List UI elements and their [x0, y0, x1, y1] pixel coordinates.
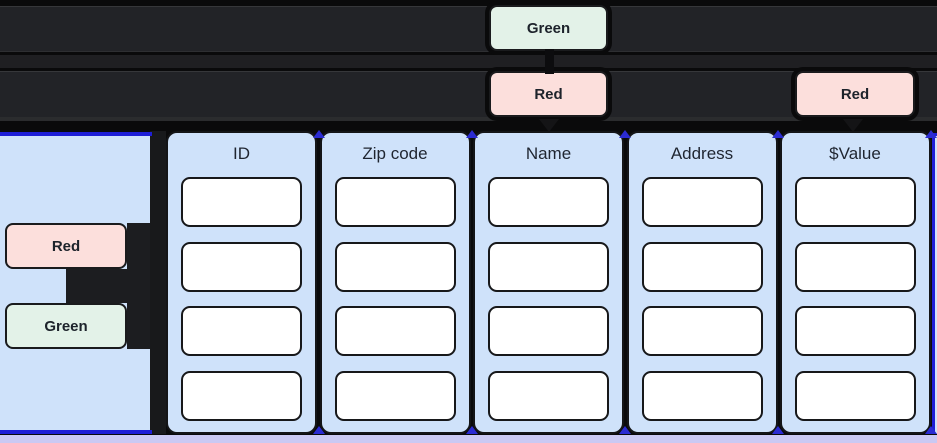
column-value[interactable]: $Value [779, 131, 931, 434]
field-cell[interactable] [794, 306, 916, 356]
lane-row-2 [0, 55, 937, 68]
endpoint-triangle-icon [619, 130, 631, 138]
connector-vertical-strip [150, 131, 166, 434]
column-zip-code[interactable]: Zip code [319, 131, 471, 434]
clipped-bottom-node [0, 435, 937, 443]
endpoint-triangle-icon [466, 130, 478, 138]
lane-row-4 [0, 117, 937, 121]
chip-label: Red [840, 85, 870, 103]
field-cell[interactable] [181, 371, 302, 421]
field-cell[interactable] [488, 371, 609, 421]
field-cell[interactable] [641, 242, 763, 292]
chip-red-left[interactable]: Red [5, 223, 127, 269]
left-panel-top-border [0, 132, 152, 136]
connector-elbow [66, 269, 150, 303]
endpoint-triangle-icon [466, 426, 478, 434]
connector-green-to-red [545, 49, 554, 74]
field-cell[interactable] [488, 242, 609, 292]
field-cell[interactable] [641, 371, 763, 421]
chip-label: Red [51, 237, 81, 255]
field-cell[interactable] [334, 177, 456, 227]
arrow-down-icon [539, 119, 559, 132]
field-cell[interactable] [794, 371, 916, 421]
column-header: Name [525, 144, 572, 163]
field-cell[interactable] [641, 306, 763, 356]
field-cell[interactable] [181, 306, 302, 356]
endpoint-triangle-icon [925, 426, 937, 434]
field-cell[interactable] [641, 177, 763, 227]
field-cell[interactable] [794, 242, 916, 292]
chip-green-left[interactable]: Green [5, 303, 127, 349]
field-cell[interactable] [334, 371, 456, 421]
column-address[interactable]: Address [626, 131, 778, 434]
endpoint-triangle-icon [313, 426, 325, 434]
column-header: Zip code [362, 144, 428, 163]
connector-left-green [127, 303, 150, 349]
field-cell[interactable] [488, 177, 609, 227]
endpoint-triangle-icon [772, 426, 784, 434]
connector-left-red [127, 223, 150, 269]
chip-label: Red [534, 85, 563, 103]
chip-green-top[interactable]: Green [489, 5, 608, 51]
column-header: $Value [829, 144, 881, 163]
field-cell[interactable] [334, 306, 456, 356]
endpoint-triangle-icon [772, 130, 784, 138]
left-panel-bottom-border [0, 430, 152, 434]
column-name[interactable]: Name [473, 131, 624, 434]
column-header: Address [670, 144, 734, 163]
field-cell[interactable] [794, 177, 916, 227]
endpoint-triangle-icon [925, 130, 937, 138]
endpoint-triangle-icon [313, 130, 325, 138]
column-id[interactable]: ID [166, 131, 317, 434]
chip-label: Green [44, 317, 88, 335]
partial-column-node[interactable] [932, 133, 937, 434]
field-cell[interactable] [488, 306, 609, 356]
chip-label: Green [526, 19, 571, 37]
endpoint-triangle-icon [619, 426, 631, 434]
field-cell[interactable] [181, 177, 302, 227]
chip-red-center[interactable]: Red [489, 71, 608, 117]
column-header: ID [233, 144, 250, 163]
lane-row-3 [0, 71, 937, 118]
chip-red-right[interactable]: Red [795, 71, 915, 117]
arrow-down-icon [843, 119, 863, 132]
field-cell[interactable] [334, 242, 456, 292]
field-cell[interactable] [181, 242, 302, 292]
lane-row-1 [0, 6, 937, 52]
